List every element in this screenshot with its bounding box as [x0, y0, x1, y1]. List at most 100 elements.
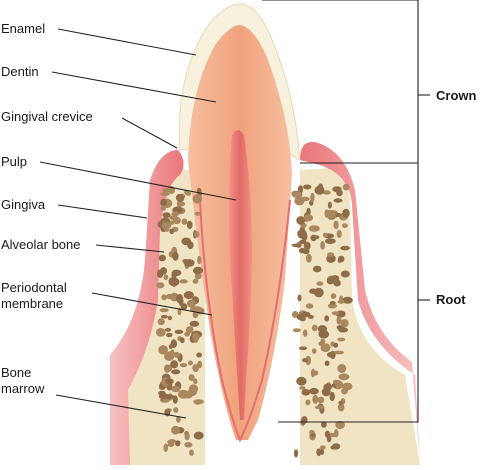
marrow-dot — [325, 431, 330, 438]
marrow-dot — [189, 374, 195, 381]
label-crown: Crown — [436, 88, 476, 103]
marrow-dot — [179, 279, 187, 283]
marrow-dot — [342, 209, 349, 218]
marrow-dot — [197, 256, 201, 264]
marrow-dot — [324, 315, 329, 321]
marrow-dot — [167, 442, 174, 447]
marrow-dot — [187, 300, 196, 308]
marrow-dot — [310, 193, 314, 202]
marrow-dot — [170, 360, 178, 368]
marrow-dot — [192, 194, 202, 203]
marrow-dot — [323, 233, 327, 238]
marrow-dot — [334, 198, 343, 202]
marrow-dot — [184, 391, 193, 399]
marrow-dot — [161, 294, 167, 300]
marrow-dot — [328, 202, 332, 209]
label-periodontal-line2: membrane — [1, 296, 63, 311]
marrow-dot — [309, 288, 317, 294]
marrow-dot — [156, 282, 164, 288]
marrow-dot — [343, 184, 350, 191]
marrow-dot — [312, 348, 317, 354]
marrow-dot — [303, 249, 310, 254]
marrow-dot — [193, 279, 199, 284]
marrow-dot — [325, 238, 336, 244]
marrow-dot — [294, 196, 304, 205]
marrow-dot — [298, 295, 302, 302]
marrow-dot — [169, 278, 180, 286]
marrow-dot — [293, 328, 301, 332]
marrow-dot — [169, 229, 174, 234]
marrow-dot — [171, 339, 177, 348]
marrow-dot — [313, 235, 320, 239]
marrow-dot — [316, 448, 321, 456]
marrow-dot — [194, 231, 199, 238]
marrow-dot — [334, 221, 339, 229]
marrow-dot — [173, 217, 181, 224]
marrow-dot — [325, 210, 336, 219]
marrow-dot — [342, 383, 352, 391]
label-periodontal-line1: Periodontal — [1, 280, 67, 295]
marrow-dot — [184, 442, 192, 448]
label-pulp: Pulp — [1, 154, 27, 169]
marrow-dot — [304, 214, 313, 221]
marrow-dot — [311, 370, 318, 376]
marrow-dot — [192, 364, 199, 372]
leader-gingival-crevice — [122, 118, 177, 148]
marrow-dot — [338, 401, 343, 405]
label-gingival-crevice: Gingival crevice — [1, 109, 93, 124]
marrow-dot — [180, 337, 185, 343]
marrow-dot — [197, 188, 202, 195]
marrow-dot — [194, 432, 204, 440]
marrow-dot — [306, 303, 314, 308]
marrow-dot — [168, 352, 173, 356]
marrow-dot — [338, 300, 345, 304]
marrow-dot — [325, 361, 330, 367]
marrow-dot — [161, 315, 168, 319]
marrow-dot — [157, 269, 163, 278]
marrow-dot — [168, 316, 172, 320]
marrow-dot — [292, 244, 302, 248]
marrow-dot — [160, 192, 170, 196]
marrow-dot — [188, 361, 193, 366]
marrow-dot — [332, 311, 340, 315]
marrow-dot — [182, 218, 188, 224]
marrow-dot — [303, 329, 308, 336]
marrow-dot — [318, 342, 323, 346]
marrow-dot — [159, 255, 166, 262]
marrow-dot — [315, 406, 324, 410]
marrow-dot — [301, 312, 310, 318]
marrow-dot — [176, 194, 184, 202]
marrow-dot — [166, 333, 172, 338]
marrow-dot — [337, 364, 346, 373]
marrow-dot — [299, 240, 306, 244]
marrow-dot — [176, 294, 183, 303]
label-alveolar-bone: Alveolar bone — [1, 237, 81, 252]
marrow-dot — [316, 281, 323, 285]
marrow-dot — [333, 380, 339, 384]
marrow-dot — [320, 241, 325, 250]
marrow-dot — [330, 446, 337, 450]
marrow-dot — [171, 426, 180, 435]
marrow-dot — [313, 266, 322, 273]
marrow-dot — [334, 351, 344, 355]
marrow-dot — [311, 433, 315, 437]
marrow-dot — [160, 308, 169, 312]
marrow-dot — [331, 293, 337, 299]
marrow-dot — [302, 358, 308, 362]
marrow-dot — [184, 291, 194, 299]
marrow-dot — [296, 377, 306, 386]
marrow-dot — [185, 432, 190, 440]
marrow-dot — [165, 328, 171, 332]
marrow-dot — [156, 328, 166, 337]
marrow-dot — [171, 369, 180, 374]
marrow-dot — [172, 270, 182, 276]
marrow-dot — [334, 429, 339, 437]
label-dentin: Dentin — [1, 64, 39, 79]
marrow-dot — [187, 221, 193, 229]
marrow-dot — [294, 449, 298, 457]
marrow-dot — [323, 384, 332, 391]
marrow-dot — [305, 400, 310, 406]
marrow-dot — [302, 389, 311, 396]
marrow-dot — [192, 333, 200, 341]
marrow-dot — [306, 254, 312, 263]
